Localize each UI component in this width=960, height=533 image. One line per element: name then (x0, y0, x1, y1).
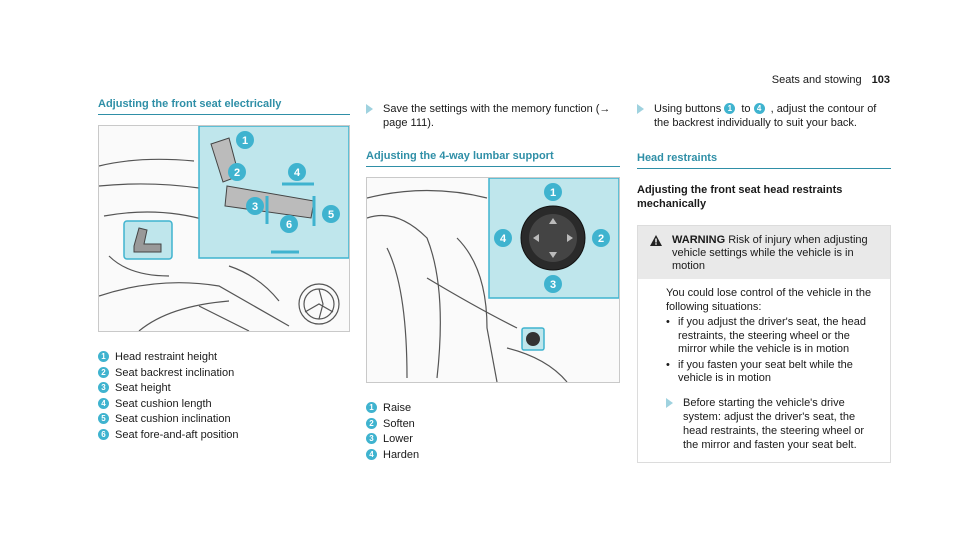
svg-text:3: 3 (252, 201, 258, 213)
bullet-item: if you adjust the driver's seat, the hea… (666, 316, 880, 357)
seat-illustration: 1 2 4 3 5 6 (99, 126, 349, 331)
section-title-seat: Adjusting the front seat electrically (98, 98, 350, 115)
column-lumbar: Save the settings with the memory functi… (366, 102, 620, 463)
svg-text:5: 5 (328, 209, 334, 221)
svg-text:2: 2 (598, 233, 604, 245)
svg-text:4: 4 (500, 233, 507, 245)
svg-text:6: 6 (286, 219, 292, 231)
step-arrow-icon (366, 104, 373, 114)
warning-box: WARNING Risk of injury when adjusting ve… (637, 225, 891, 463)
warning-intro: You could lose control of the vehicle in… (666, 287, 872, 313)
warning-bullets: if you adjust the driver's seat, the hea… (666, 316, 880, 386)
warning-triangle-icon (650, 235, 662, 246)
bullet-item: if you fasten your seat belt while the v… (666, 359, 880, 386)
section-name: Seats and stowing (771, 74, 862, 86)
memory-step: Save the settings with the memory functi… (366, 102, 620, 130)
svg-text:3: 3 (550, 279, 556, 291)
warning-step: Before starting the vehicle's drive syst… (666, 396, 880, 452)
lumbar-figure: 1 2 3 4 (366, 177, 620, 383)
subsection-title: Adjusting the front seat head restraints… (637, 184, 843, 210)
warning-body: You could lose control of the vehicle in… (638, 279, 890, 462)
page-number: 103 (871, 74, 890, 86)
svg-text:4: 4 (294, 167, 301, 179)
step-arrow-icon (666, 397, 673, 408)
svg-text:2: 2 (234, 167, 240, 179)
warning-text: Risk of injury when adjusting vehicle se… (672, 234, 868, 272)
section-title-lumbar: Adjusting the 4-way lumbar support (366, 150, 620, 167)
page-header: Seats and stowing 103 (772, 74, 890, 86)
svg-text:1: 1 (242, 135, 248, 147)
seat-controls-figure: 1 2 4 3 5 6 (98, 125, 350, 332)
lumbar-illustration: 1 2 3 4 (367, 178, 619, 382)
section-title-head: Head restraints (637, 152, 891, 169)
warning-label: WARNING (672, 234, 726, 246)
warning-header: WARNING Risk of injury when adjusting ve… (638, 226, 890, 279)
step-arrow-icon (637, 104, 644, 114)
svg-text:1: 1 (550, 187, 556, 199)
column-seat-adjust: Adjusting the front seat electrically (98, 98, 350, 443)
